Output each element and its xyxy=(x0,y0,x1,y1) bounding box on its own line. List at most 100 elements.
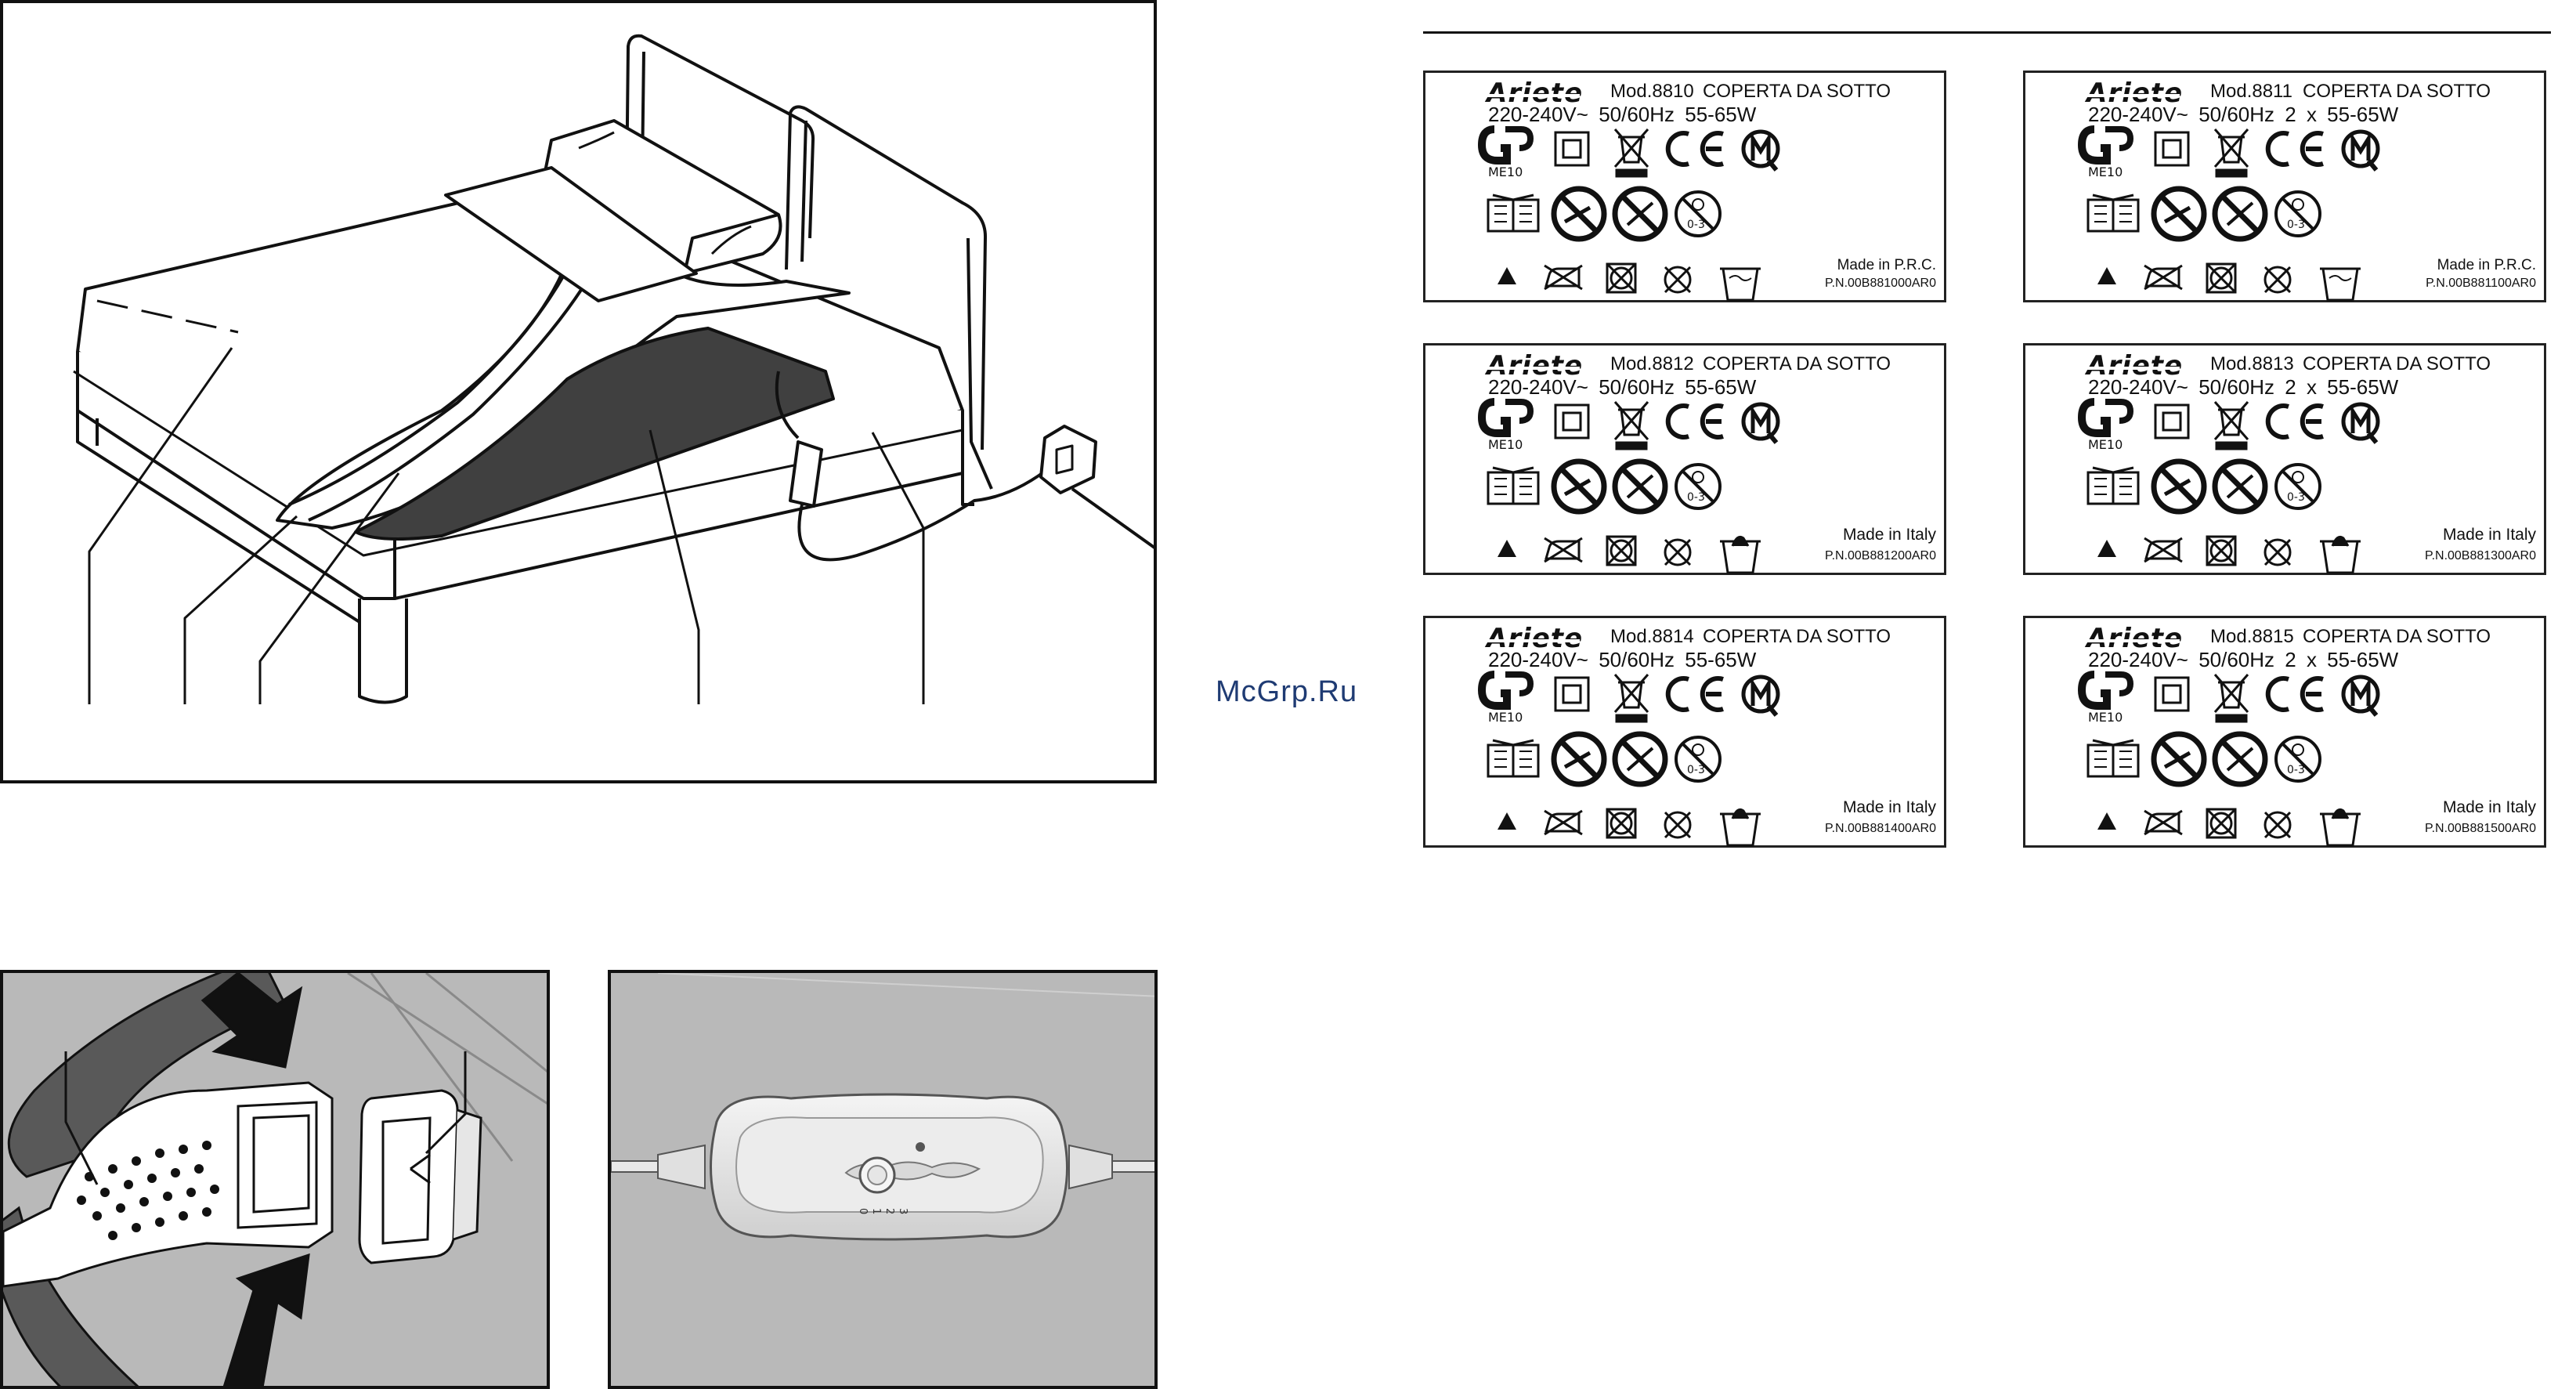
ce-mark-icon xyxy=(1665,676,1724,712)
power-rating: 55-65W xyxy=(1685,375,1757,399)
brand-logo: Ariete xyxy=(2076,78,2184,109)
voltage: 220-240V~ xyxy=(2088,103,2188,126)
rating-label-card: Ariete Mod.8811 COPERTA DA SOTTO 220-240… xyxy=(2023,71,2546,302)
no-tumble-dry-icon xyxy=(1606,262,1637,294)
part-number: P.N.00B881500AR0 xyxy=(2424,822,2536,835)
power-rating: 2 x 55-65W xyxy=(2285,375,2399,399)
no-iron-icon xyxy=(1544,809,1583,836)
age-0-3-icon: 0-3 xyxy=(1675,190,1722,237)
svg-text:0-3: 0-3 xyxy=(2287,491,2305,504)
read-manual-icon xyxy=(1487,466,1540,505)
no-iron-icon xyxy=(2144,537,2183,563)
brand-logo: Ariete xyxy=(2076,623,2184,654)
voltage: 220-240V~ xyxy=(1488,648,1588,671)
voltage: 220-240V~ xyxy=(1488,375,1588,399)
no-folding-icon xyxy=(2151,186,2207,242)
no-iron-icon xyxy=(1544,537,1583,563)
no-bleach-icon xyxy=(1498,540,1516,557)
electrical-rating: 220-240V~ 50/60Hz 55-65W xyxy=(1488,103,1756,127)
model-number: Mod.8811 xyxy=(2210,81,2292,102)
no-pins-icon xyxy=(2212,458,2268,515)
scale-mark: 0 xyxy=(857,1208,869,1214)
no-folding-icon xyxy=(2151,731,2207,787)
model-number: Mod.8815 xyxy=(2210,626,2294,647)
gost-icon: ME10 xyxy=(2077,671,2134,725)
age-0-3-icon: 0-3 xyxy=(2274,736,2321,783)
read-manual-icon xyxy=(2086,466,2140,505)
electrical-rating: 220-240V~ 50/60Hz 2 x 55-65W xyxy=(2088,375,2398,400)
weee-bin-icon xyxy=(1613,401,1649,450)
no-pins-icon xyxy=(1612,186,1668,242)
svg-text:0-3: 0-3 xyxy=(1687,219,1705,231)
imq-mark-icon xyxy=(2341,402,2380,444)
scale-mark: 1 xyxy=(870,1208,882,1214)
no-folding-icon xyxy=(1551,186,1607,242)
no-dry-clean-icon xyxy=(2263,266,2292,294)
origin-text: Made in Italy xyxy=(2442,798,2536,816)
no-dry-clean-icon xyxy=(2263,538,2292,566)
wash-icon xyxy=(2320,267,2361,302)
scale-mark: 3 xyxy=(897,1208,909,1214)
gost-icon: ME10 xyxy=(1477,125,1534,179)
electrical-rating: 220-240V~ 50/60Hz 2 x 55-65W xyxy=(2088,103,2398,127)
ce-mark-icon xyxy=(2265,403,2324,439)
no-tumble-dry-icon xyxy=(2206,262,2237,294)
no-bleach-icon xyxy=(1498,812,1516,830)
age-0-3-icon: 0-3 xyxy=(2274,463,2321,510)
origin-text: Made in Italy xyxy=(2442,526,2536,544)
product-name: COPERTA DA SOTTO xyxy=(1703,353,1891,374)
cert-code: ME10 xyxy=(1488,165,1523,179)
frequency: 50/60Hz xyxy=(1599,648,1675,671)
controller-drawing: 0 1 2 3 xyxy=(611,973,1154,1241)
no-dry-clean-icon xyxy=(1664,811,1692,839)
svg-text:0-3: 0-3 xyxy=(1687,491,1705,504)
ce-mark-icon xyxy=(2265,131,2324,167)
wash-icon xyxy=(2320,808,2361,847)
electrical-rating: 220-240V~ 50/60Hz 2 x 55-65W xyxy=(2088,648,2398,672)
power-rating: 55-65W xyxy=(1685,648,1757,671)
scale-mark: 2 xyxy=(883,1208,895,1214)
wash-icon xyxy=(1720,267,1761,302)
product-name: COPERTA DA SOTTO xyxy=(2303,353,2491,374)
weee-bin-icon xyxy=(1613,674,1649,723)
frequency: 50/60Hz xyxy=(2198,648,2275,671)
frequency: 50/60Hz xyxy=(2198,103,2275,126)
watermark-text: McGrp.Ru xyxy=(1216,675,1358,708)
power-rating: 2 x 55-65W xyxy=(2285,103,2399,126)
wash-icon xyxy=(1720,535,1761,574)
controller-illustration: 0 1 2 3 xyxy=(608,970,1158,1389)
no-folding-icon xyxy=(1551,458,1607,515)
voltage: 220-240V~ xyxy=(2088,375,2188,399)
power-rating: 55-65W xyxy=(1685,103,1757,126)
ce-mark-icon xyxy=(1665,131,1724,167)
power-rating: 2 x 55-65W xyxy=(2285,648,2399,671)
brand-logo: Ariete xyxy=(1476,350,1584,382)
no-pins-icon xyxy=(1612,731,1668,787)
origin-text: Made in Italy xyxy=(1842,798,1936,816)
wash-icon xyxy=(1720,808,1761,847)
bed-drawing xyxy=(73,34,1154,704)
no-dry-clean-icon xyxy=(2263,811,2292,839)
no-pins-icon xyxy=(2212,186,2268,242)
age-0-3-icon: 0-3 xyxy=(1675,463,1722,510)
frequency: 50/60Hz xyxy=(2198,375,2275,399)
imq-mark-icon xyxy=(2341,129,2380,172)
wash-icon xyxy=(2320,535,2361,574)
read-manual-icon xyxy=(2086,739,2140,778)
origin-text: Made in P.R.C. xyxy=(2437,257,2536,273)
cert-code: ME10 xyxy=(1488,710,1523,725)
age-0-3-icon: 0-3 xyxy=(1675,736,1722,783)
no-tumble-dry-icon xyxy=(2206,808,2237,839)
no-tumble-dry-icon xyxy=(1606,535,1637,566)
weee-bin-icon xyxy=(2213,401,2249,450)
double-insulation-icon xyxy=(1554,131,1590,167)
double-insulation-icon xyxy=(1554,403,1590,439)
rating-label-card: Ariete Mod.8813 COPERTA DA SOTTO 220-240… xyxy=(2023,343,2546,575)
electrical-rating: 220-240V~ 50/60Hz 55-65W xyxy=(1488,648,1756,672)
rating-label-card: Ariete Mod.8812 COPERTA DA SOTTO 220-240… xyxy=(1423,343,1946,575)
connector-illustration xyxy=(0,970,550,1389)
model-number: Mod.8812 xyxy=(1610,353,1694,374)
imq-mark-icon xyxy=(2341,675,2380,717)
controller-scale: 0 1 2 3 xyxy=(857,1208,909,1214)
read-manual-icon xyxy=(2086,194,2140,233)
